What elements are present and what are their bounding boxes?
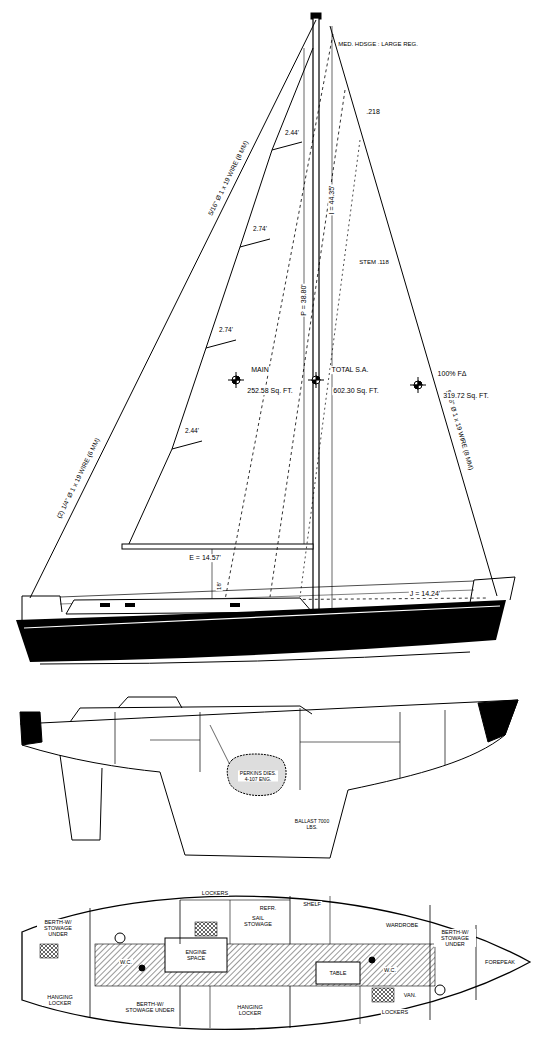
- room-label: TABLE: [328, 970, 347, 976]
- room-label: W.C.: [119, 959, 133, 965]
- room-label: ENGINE SPACE: [175, 949, 217, 961]
- wire-spec: 5/16" Ø 1 x 19 WIRE (8 MM): [445, 388, 476, 471]
- sail-area-value: 319.72 Sq. FT.: [442, 392, 490, 400]
- rig: [22, 13, 515, 620]
- batten-length: 2.44': [184, 427, 200, 434]
- sail-area-label: 100% FΔ: [437, 370, 468, 378]
- sail-area-value: 602.30 Sq. FT.: [332, 387, 380, 395]
- rig-note: .218: [365, 108, 381, 116]
- sail-area-value: 252.58 Sq. FT.: [246, 387, 294, 395]
- batten-length: 2.74': [252, 225, 268, 232]
- room-label: HANGING LOCKER: [42, 994, 78, 1006]
- ballast-label: BALLAST 7000 LBS.: [293, 819, 331, 830]
- room-label: SHELF: [302, 901, 322, 907]
- room-label: LOCKERS: [381, 1009, 409, 1015]
- room-label: BERTH-W/ STOWAGE UNDER: [434, 929, 476, 947]
- rig-dimension: J = 14.24': [409, 590, 441, 598]
- room-label: LOCKERS: [201, 890, 229, 896]
- engine-label: PERKINS DIES. 4-107 ENG.: [238, 771, 278, 782]
- room-label: SAIL STOWAGE: [242, 915, 274, 927]
- rig-dimension: 18': [216, 581, 223, 591]
- rig-note: STEM .118: [358, 259, 390, 266]
- batten-length: 2.44': [284, 129, 300, 136]
- room-label: WARDROBE: [385, 922, 419, 928]
- wire-spec: (2) 1/4" Ø 1 x 19 WIRE (6 MM): [55, 436, 101, 520]
- rig-dimension: I = 44.35': [328, 185, 336, 216]
- sail-area-label: MAIN: [250, 366, 270, 374]
- room-label: VAN.: [403, 992, 417, 998]
- hull-elevation: [16, 598, 506, 664]
- room-label: BERTH-W/ STOWAGE UNDER: [37, 919, 79, 937]
- accommodation-plan: [22, 896, 530, 1029]
- sail-area-label: TOTAL S.A.: [331, 366, 370, 374]
- rig-dimension: P = 38.80': [300, 283, 308, 316]
- rig-note: MED. HDSGE : LARGE REG.: [337, 41, 419, 48]
- room-label: HANGING LOCKER: [232, 1004, 268, 1016]
- room-label: REFR.: [259, 905, 278, 911]
- batten-length: 2.74': [218, 326, 234, 333]
- wire-spec: 5/16" Ø 1 x 19 WIRE (8 MM): [206, 139, 250, 218]
- rig-dimension: E = 14.57': [188, 554, 222, 562]
- hull-profile: [20, 697, 518, 858]
- room-label: FOREPEAK: [484, 959, 516, 965]
- room-label: BERTH-W/ STOWAGE UNDER: [122, 1001, 179, 1013]
- room-label: W.C.: [383, 967, 397, 973]
